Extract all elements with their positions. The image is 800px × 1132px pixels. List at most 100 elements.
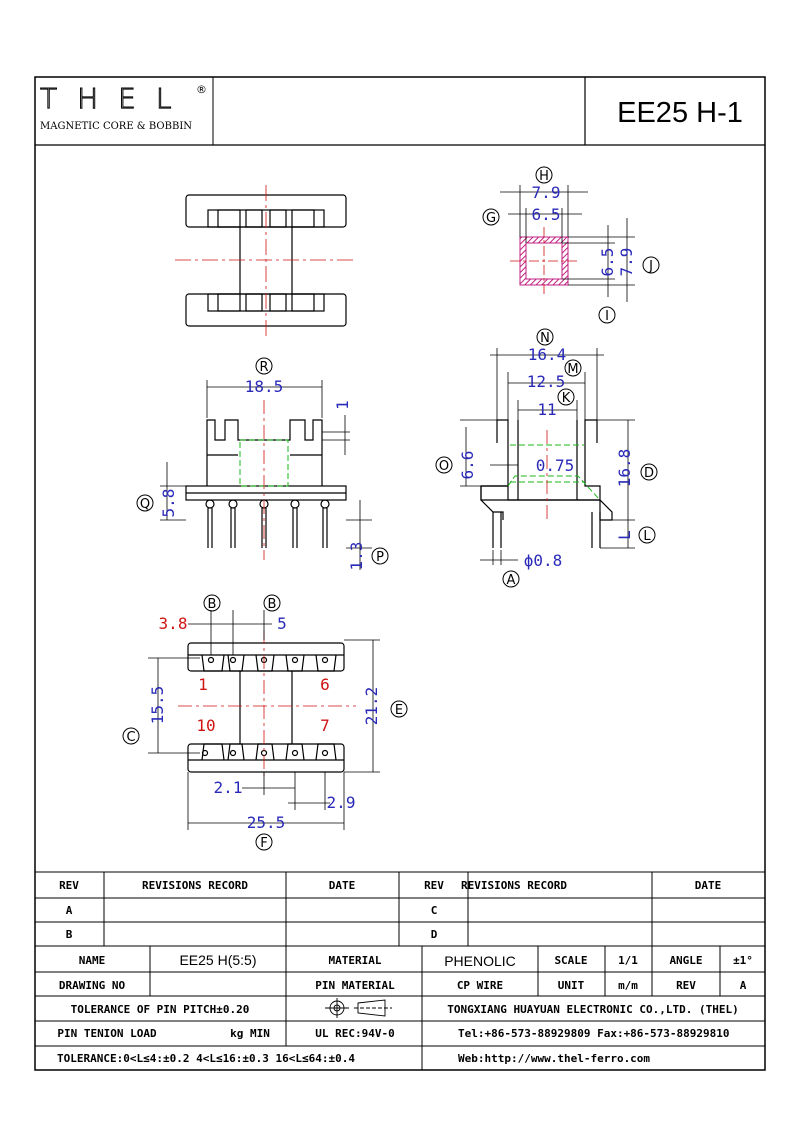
svg-text:P: P xyxy=(376,550,384,565)
dim-outer-v: 7.9 xyxy=(617,248,636,277)
dim-pin-row-spacing: 15.5 xyxy=(148,686,167,725)
logo-mark: THEL xyxy=(40,82,191,115)
material-value: PHENOLIC xyxy=(444,953,516,969)
dim-29: 2.9 xyxy=(327,793,356,812)
svg-text:A: A xyxy=(507,573,516,588)
contact-web: Web:http://www.thel-ferro.com xyxy=(458,1052,650,1065)
scale-value: 1/1 xyxy=(618,954,638,967)
projection-symbol-icon xyxy=(325,998,392,1018)
drawing-no-label: DRAWING NO xyxy=(59,979,126,992)
svg-text:F: F xyxy=(260,836,267,851)
drawing-title: EE25 H-1 xyxy=(617,97,743,129)
company-logo: THEL ® MAGNETIC CORE & BOBBIN xyxy=(34,76,214,146)
title-block: REV REVISIONS RECORD DATE REV REVISIONS … xyxy=(35,871,765,1070)
angle-label: ANGLE xyxy=(669,954,702,967)
dim-side-d: 16.8 xyxy=(615,449,634,488)
callout-e: E xyxy=(390,700,408,718)
pin-material-label: PIN MATERIAL xyxy=(315,979,395,992)
callout-p: P xyxy=(371,547,389,565)
dim-overall-depth: 21.2 xyxy=(362,687,381,726)
drawing-border xyxy=(34,76,766,1071)
pin-label-1: 1 xyxy=(198,675,208,694)
svg-text:C: C xyxy=(126,730,135,745)
dim-inner: 6.5 xyxy=(532,205,561,224)
name-value: EE25 H(5:5) xyxy=(179,952,256,968)
svg-text:K: K xyxy=(562,391,571,406)
angle-value: ±1° xyxy=(733,954,753,967)
front-view: 18.5 1 5.8 1.3 R Q P xyxy=(136,357,389,571)
callout-r: R xyxy=(255,357,273,375)
pin-label-10: 10 xyxy=(196,716,215,735)
rev-label: REV xyxy=(676,979,696,992)
pin-pitch-tolerance: TOLERANCE OF PIN PITCH±0.20 xyxy=(71,1003,250,1016)
svg-text:R: R xyxy=(259,360,268,375)
dim-side-m: 12.5 xyxy=(527,372,566,391)
callout-d: D xyxy=(640,463,658,481)
svg-text:G: G xyxy=(486,211,496,226)
hdr-date-right: DATE xyxy=(695,879,722,892)
svg-text:J: J xyxy=(648,259,653,274)
svg-text:M: M xyxy=(567,362,578,377)
registered-mark: ® xyxy=(196,83,207,96)
callout-f: F xyxy=(255,833,273,851)
dim-pin-length: 1.3 xyxy=(347,542,366,571)
bottom-view: 3.8 5 1 6 10 7 15.5 21.2 2.1 2.9 25.5 B … xyxy=(122,594,408,851)
svg-text:H: H xyxy=(539,169,549,184)
callout-n: N xyxy=(536,328,554,346)
ul-rec: UL REC:94V-0 xyxy=(315,1027,394,1040)
svg-text:N: N xyxy=(540,331,550,346)
cp-wire: CP WIRE xyxy=(457,979,503,992)
callout-o: O xyxy=(435,456,453,474)
rev-b: B xyxy=(66,928,73,941)
dim-outer: 7.9 xyxy=(532,183,561,202)
callout-q: Q xyxy=(136,494,154,512)
general-tolerance: TOLERANCE:0<L≤4:±0.2 4<L≤16:±0.3 16<L≤64… xyxy=(57,1052,355,1065)
callout-g: G xyxy=(482,208,500,226)
callout-j: J xyxy=(642,256,660,274)
dim-side-n: 16.4 xyxy=(528,345,567,364)
hdr-rev-right: REV xyxy=(424,879,444,892)
callout-k: K xyxy=(557,388,575,406)
dim-pitch-5: 5 xyxy=(277,614,287,633)
svg-text:B: B xyxy=(268,597,277,612)
hdr-date-left: DATE xyxy=(329,879,356,892)
callout-c: C xyxy=(122,727,140,745)
callout-l: L xyxy=(638,526,656,544)
contact-tel: Tel:+86-573-88929809 Fax:+86-573-8892981… xyxy=(458,1027,730,1040)
rev-a: A xyxy=(66,904,73,917)
dim-base: 5.8 xyxy=(159,489,178,518)
unit-label: UNIT xyxy=(558,979,585,992)
svg-text:B: B xyxy=(208,597,217,612)
svg-text:Q: Q xyxy=(140,497,150,512)
core-section-view: 7.9 6.5 6.5 7.9 H G J I xyxy=(482,166,660,324)
pin-load-unit: kg MIN xyxy=(230,1027,270,1040)
dim-21: 2.1 xyxy=(214,778,243,797)
svg-text:E: E xyxy=(395,703,403,718)
company-name: TONGXIANG HUAYUAN ELECTRONIC CO.,LTD. (T… xyxy=(447,1003,738,1016)
svg-text:O: O xyxy=(439,459,449,474)
hdr-revisions-right: REVISIONS RECORD xyxy=(461,879,567,892)
dim-slot: 1 xyxy=(333,400,352,410)
top-view xyxy=(175,185,357,336)
dim-front-width: 18.5 xyxy=(245,377,284,396)
callout-m: M xyxy=(564,359,582,377)
pin-load-label: PIN TENION LOAD xyxy=(57,1027,157,1040)
dim-side-l: L xyxy=(615,530,634,540)
scale-label: SCALE xyxy=(554,954,587,967)
side-view: 16.4 12.5 11 6.6 0.75 16.8 L ϕ0.8 N M K … xyxy=(435,328,658,588)
svg-text:D: D xyxy=(644,466,654,481)
pin-label-6: 6 xyxy=(320,675,330,694)
callout-b1: B xyxy=(203,594,221,612)
callout-h: H xyxy=(535,166,553,184)
hdr-revisions-left: REVISIONS RECORD xyxy=(142,879,248,892)
dim-overall-width: 25.5 xyxy=(247,813,286,832)
dim-side-o: 6.6 xyxy=(458,451,477,480)
dim-pin-diameter: ϕ0.8 xyxy=(524,551,563,570)
material-label: MATERIAL xyxy=(329,954,382,967)
rev-value: A xyxy=(740,979,747,992)
dim-side-k: 11 xyxy=(537,400,556,419)
dim-pitch-38: 3.8 xyxy=(159,614,188,633)
svg-text:L: L xyxy=(643,529,651,544)
pin-label-7: 7 xyxy=(320,716,330,735)
